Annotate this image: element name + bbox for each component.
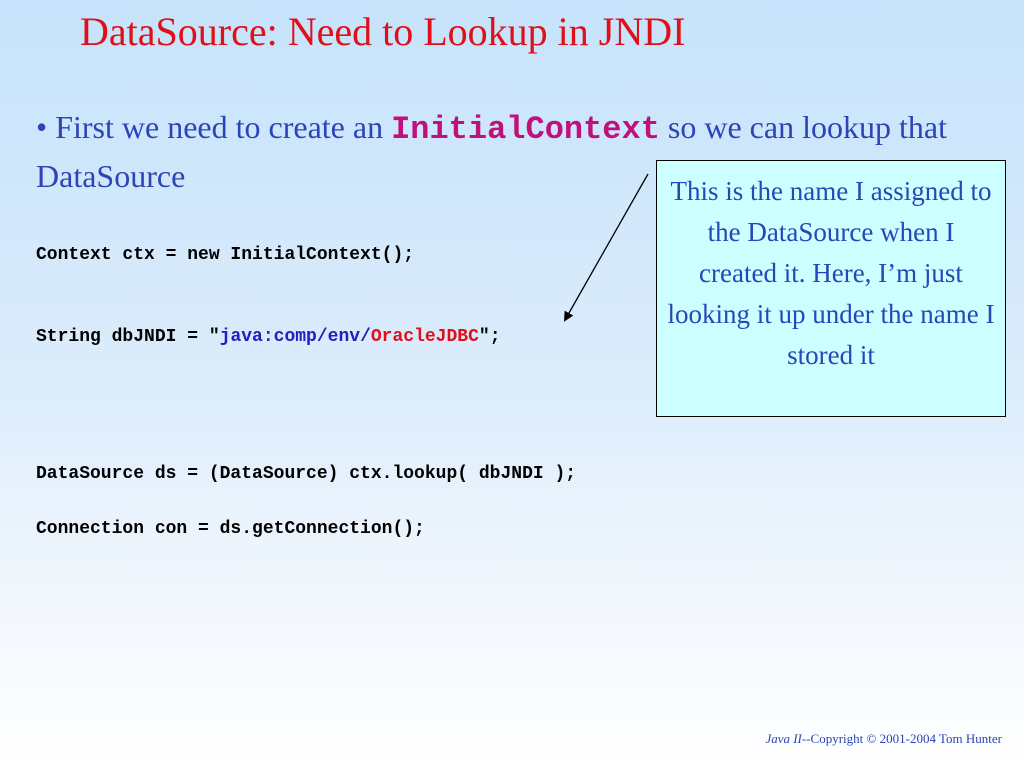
footer-copyright-text: --Copyright © 2001-2004 Tom Hunter [801,731,1002,746]
bullet-text-after: so we can lookup that DataSource [36,109,947,194]
code-jndi-path: java:comp/env/ [219,327,371,347]
code-line-lookup: DataSource ds = (DataSource) ctx.lookup(… [36,464,577,484]
footer-course: Java II [765,731,802,746]
footer-copyright: Java II--Copyright © 2001-2004 Tom Hunte… [765,731,1002,747]
bullet-text-before: First we need to create an [55,109,384,145]
slide-title: DataSource: Need to Lookup in JNDI [80,9,686,54]
code-line-context: Context ctx = new InitialContext(); [36,245,415,265]
callout-box: This is the name I assigned to the DataS… [656,160,1006,417]
code-jndi-name: OracleJDBC [370,327,479,347]
bullet-point: • First we need to create an InitialCont… [36,104,976,199]
code-line-dbjndi-prefix: String dbJNDI = " [36,327,220,347]
bullet-marker: • [36,109,48,145]
code-line-connection: Connection con = ds.getConnection(); [36,519,425,539]
code-line-dbjndi-suffix: "; [478,327,501,347]
bullet-keyword: InitialContext [391,111,660,148]
code-line-dbjndi: String dbJNDI = "java:comp/env/OracleJDB… [36,326,501,348]
